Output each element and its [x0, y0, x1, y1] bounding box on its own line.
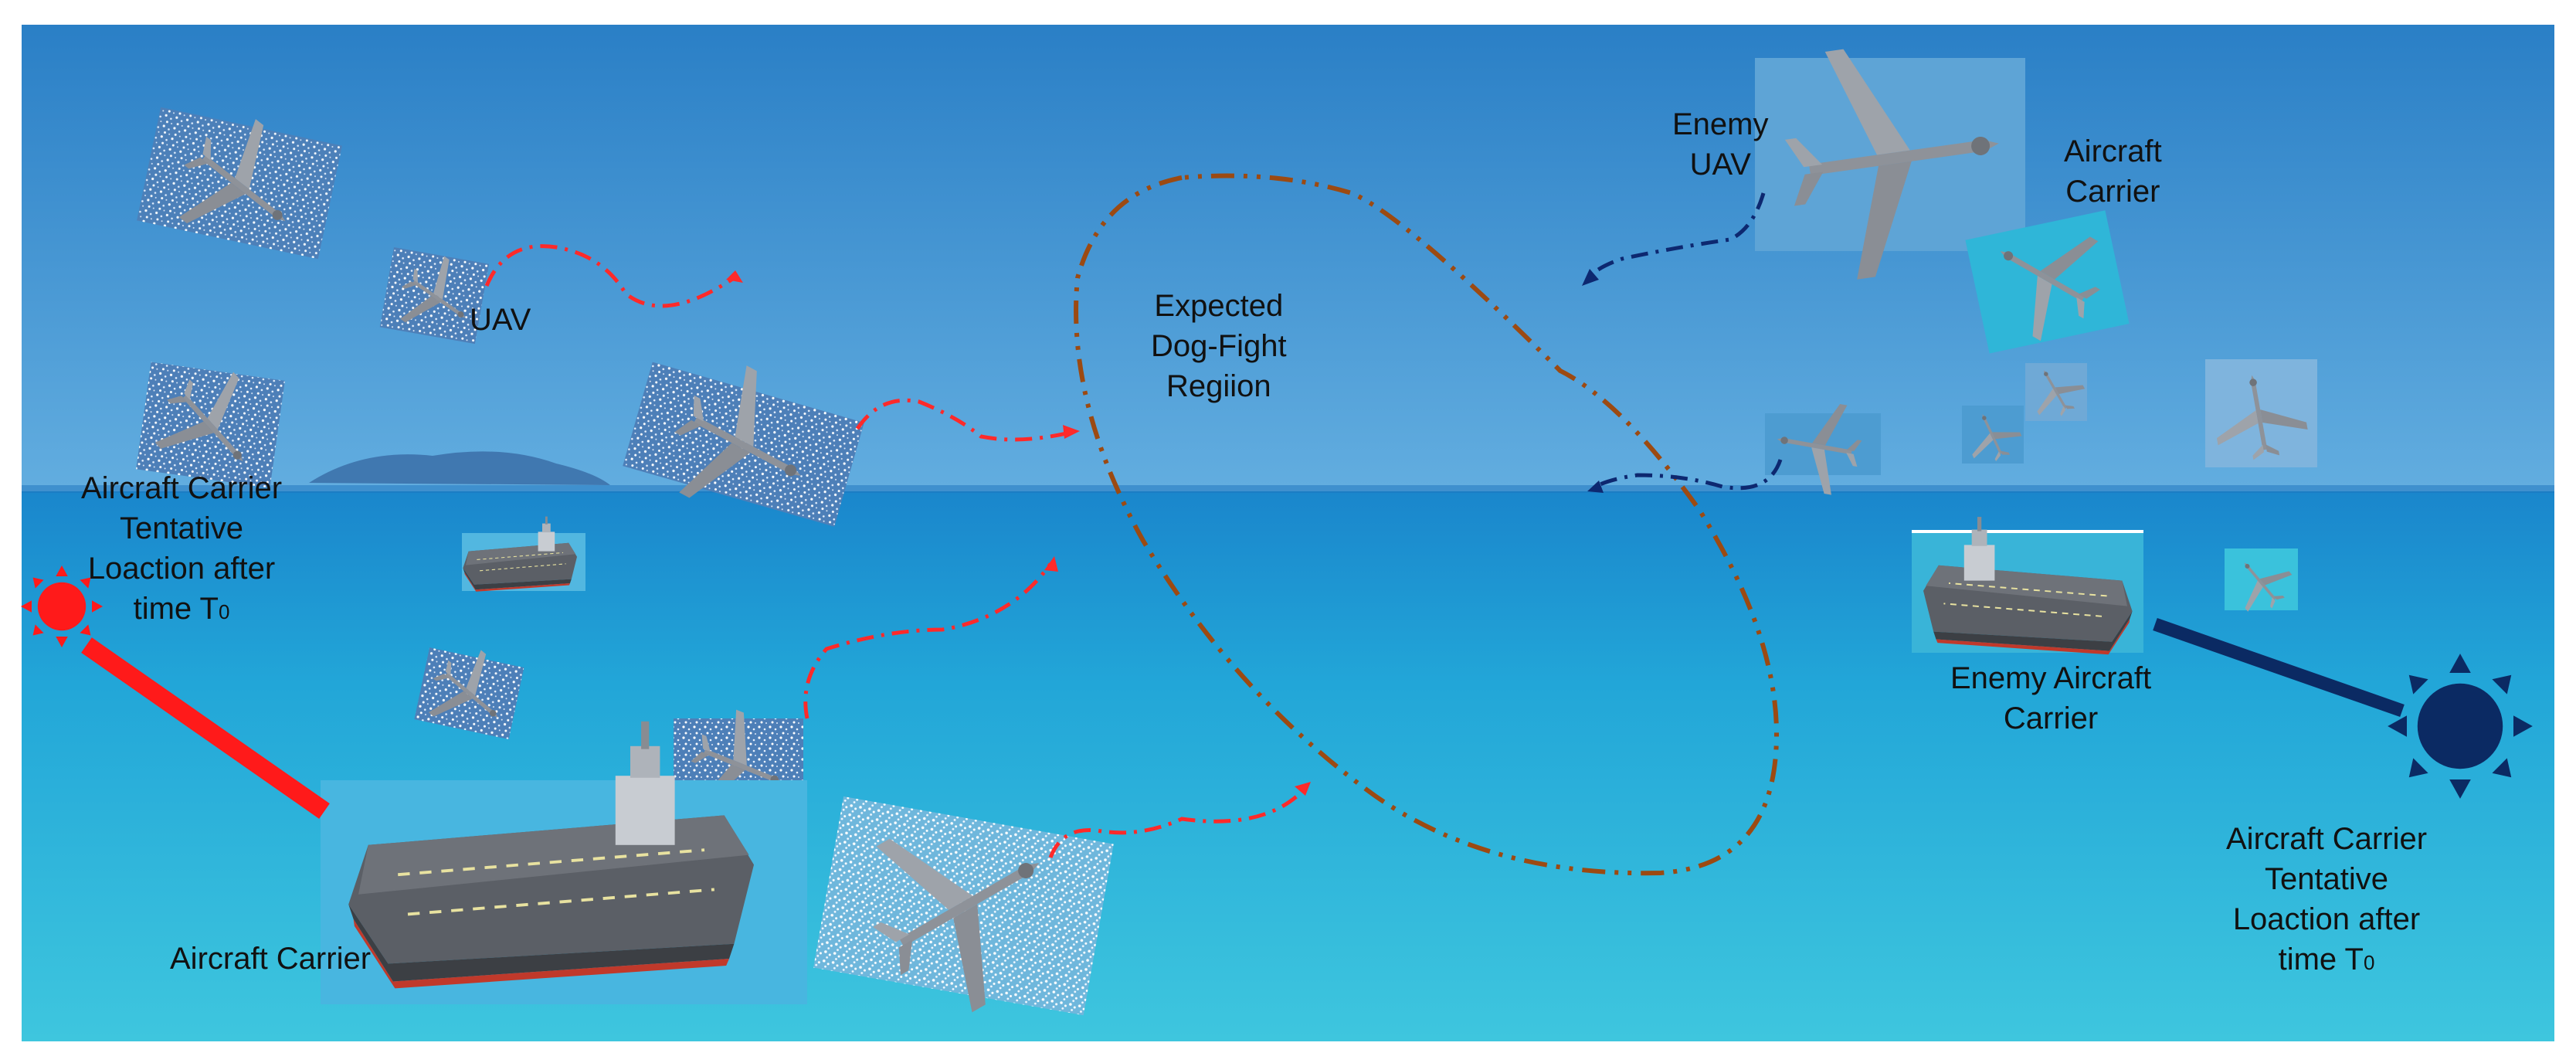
- tentative-label-text: time T: [2278, 942, 2364, 976]
- own-carrier-label: Aircraft Carrier: [170, 942, 372, 976]
- uav-label: UAV: [470, 303, 531, 337]
- uav-drone-icon: [623, 350, 864, 539]
- tentative-label-line: Loaction after: [87, 552, 276, 586]
- uav-drone-icon: [813, 779, 1114, 1034]
- tentative-label-text: time T: [133, 592, 219, 626]
- enemy-uav-label: Enemy UAV: [1672, 104, 1769, 185]
- uav-drone-icon: [414, 638, 524, 749]
- friendly-arrowheads: [726, 270, 1311, 796]
- tentative-label-line: time T0: [81, 589, 282, 632]
- uav-drone-icon: [2205, 359, 2317, 467]
- right-tentative-location-label: Aircraft Carrier Tentative Loaction afte…: [2226, 819, 2427, 983]
- enemy-uav-label-line: UAV: [1689, 148, 1751, 182]
- enemy-move-arrow: [2153, 617, 2405, 718]
- aircraft-carrier-top-label-line: Aircraft: [2064, 134, 2162, 168]
- uav-drone-icon: [1965, 201, 2130, 355]
- uav-drone-icon: [136, 354, 285, 498]
- enemy-carrier-label-line: Carrier: [2003, 701, 2099, 735]
- enemy-uav-label-line: Enemy: [1672, 107, 1769, 141]
- friendly-move-arrow: [81, 637, 330, 819]
- tentative-label-line: Aircraft Carrier: [81, 471, 283, 505]
- uav-drone-icon: [1755, 29, 2025, 287]
- uav-drone-icon: [137, 101, 342, 270]
- aircraft-carrier-top-label-line: Carrier: [2065, 175, 2160, 209]
- dogfight-region-outline: [1074, 173, 1780, 876]
- dogfight-region-label-line: Regiion: [1166, 369, 1271, 403]
- tentative-label-line: Tentative: [2264, 862, 2389, 896]
- tentative-label-line: Aircraft Carrier: [2226, 822, 2428, 856]
- horizon: [22, 485, 2554, 493]
- tentative-label-subscript: 0: [2363, 951, 2375, 974]
- tentative-label-line: Loaction after: [2232, 902, 2421, 936]
- enemy-attack-paths: [1586, 192, 1783, 491]
- tentative-label-line: Tentative: [119, 511, 244, 545]
- uav-drone-icon: [1765, 394, 1881, 499]
- aircraft-carrier-top-label: Aircraft Carrier: [2064, 131, 2162, 212]
- uav-drone-icon: [379, 246, 490, 350]
- uav-drone-icon: [2021, 357, 2091, 426]
- aircraft-carrier-icon: [462, 516, 585, 593]
- dogfight-region-label-line: Expected: [1154, 289, 1284, 323]
- enemy-carrier-label: Enemy Aircraft Carrier: [1950, 658, 2151, 739]
- friendly-attack-paths: [484, 244, 1307, 858]
- tentative-label-line: time T0: [2226, 939, 2427, 983]
- left-tentative-location-label: Aircraft Carrier Tentative Loaction afte…: [81, 468, 282, 632]
- uav-drone-icon: [1958, 402, 2027, 470]
- tentative-label-subscript: 0: [218, 600, 230, 623]
- dogfight-region-label-line: Dog-Fight: [1151, 329, 1287, 363]
- enemy-carrier-label-line: Enemy Aircraft: [1950, 661, 2152, 695]
- island: [309, 451, 610, 485]
- aircraft-carrier-icon: [1912, 516, 2143, 656]
- enemy-arrowheads: [1582, 269, 1604, 493]
- uav-drone-icon: [2222, 544, 2301, 622]
- dogfight-region-label: Expected Dog-Fight Regiion: [1151, 286, 1287, 406]
- aircraft-carrier-icon: [321, 719, 807, 1004]
